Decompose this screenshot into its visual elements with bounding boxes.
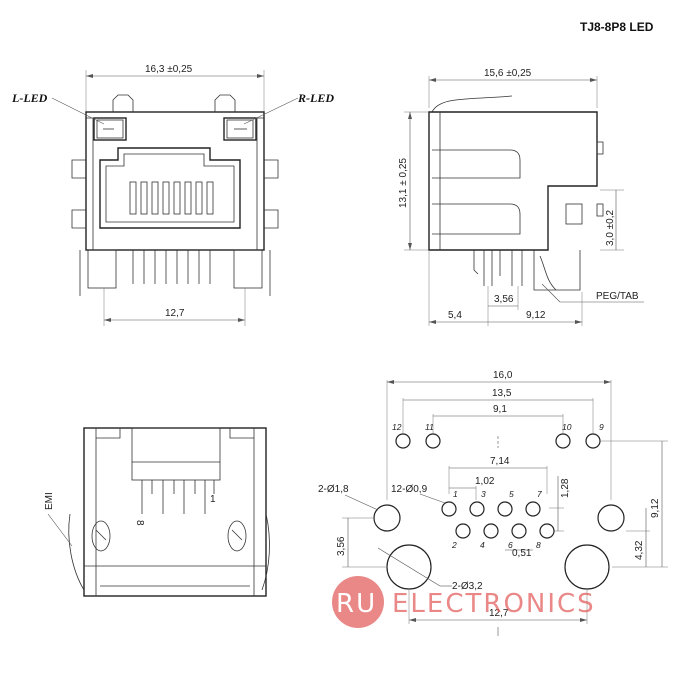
fp-peg-hole-label: 2-Ø3,2 — [452, 581, 483, 592]
watermark-electronics: ELECTRONICS — [392, 589, 596, 619]
fp-contact-span-dim: 7,14 — [490, 456, 510, 467]
fp-pin-5: 5 — [509, 489, 514, 499]
fp-vertical-inner-dim: 4,32 — [634, 540, 645, 560]
fp-row-offset-dim: 1,28 — [560, 478, 571, 498]
watermark-ru: RU — [336, 589, 377, 619]
fp-pin-12: 12 — [392, 422, 402, 432]
drawing-title: TJ8-8P8 LED — [580, 20, 654, 34]
left-led-label: L-LED — [11, 91, 48, 105]
side-front-to-pin-dim: 5,4 — [448, 310, 462, 321]
fp-row-pitch-dim: 0,51 — [512, 548, 532, 559]
fp-contact-hole-label: 12-Ø0,9 — [391, 484, 428, 495]
fp-pin-1: 1 — [453, 489, 458, 499]
rear-pin-one-label: 1 — [210, 494, 216, 505]
fp-pin-6: 6 — [508, 540, 513, 550]
side-peg-label: PEG/TAB — [596, 291, 639, 302]
fp-pin-11: 11 — [425, 422, 434, 432]
watermark-circle — [332, 576, 384, 628]
fp-contact-pitch-dim: 1,02 — [475, 476, 495, 487]
fp-pin-4: 4 — [480, 540, 485, 550]
side-view: 15,6 ±0,25 13,1 ± 0,25 3,0 ±0,2 — [398, 68, 644, 326]
fp-pin-8: 8 — [536, 540, 541, 550]
fp-pin-3: 3 — [481, 489, 486, 499]
rear-emi-label: EMI — [44, 492, 55, 510]
fp-pin-10: 10 — [562, 422, 572, 432]
fp-peg-span-dim: 12,7 — [489, 608, 509, 619]
rear-pin-eight-label: 8 — [134, 520, 145, 526]
front-contacts — [129, 181, 214, 215]
fp-led-inner-dim: 9,1 — [493, 404, 507, 415]
fp-overall-dim: 16,0 — [493, 370, 513, 381]
fp-pin-7: 7 — [537, 489, 542, 499]
fp-shield-to-peg-dim: 3,56 — [336, 536, 347, 556]
fp-led-outer-dim: 13,5 — [492, 388, 512, 399]
watermark: RU ELECTRONICS — [332, 576, 596, 628]
fp-shield-hole-label: 2-Ø1,8 — [318, 484, 349, 495]
fp-vertical-total-dim: 9,12 — [650, 498, 661, 518]
side-depth-dim: 15,6 ±0,25 — [484, 68, 532, 79]
fp-pin-9: 9 — [599, 422, 604, 432]
rear-view: 1 8 EMI — [44, 427, 270, 597]
right-led-label: R-LED — [297, 91, 334, 105]
front-pin-span-dim: 12,7 — [165, 308, 185, 319]
fp-pin-2: 2 — [451, 540, 457, 550]
side-pin-to-peg-dim: 9,12 — [526, 310, 546, 321]
side-pin-pitch-dim: 3,56 — [494, 294, 514, 305]
side-led-offset-dim: 3,0 ±0,2 — [605, 209, 616, 246]
front-width-dim: 16,3 ±0,25 — [145, 64, 193, 75]
front-view: 16,3 ±0,25 — [11, 64, 334, 326]
footprint: 16,0 13,5 9,1 7,14 1,02 1,28 12 11 10 — [318, 370, 668, 636]
side-height-dim: 13,1 ± 0,25 — [398, 158, 409, 208]
